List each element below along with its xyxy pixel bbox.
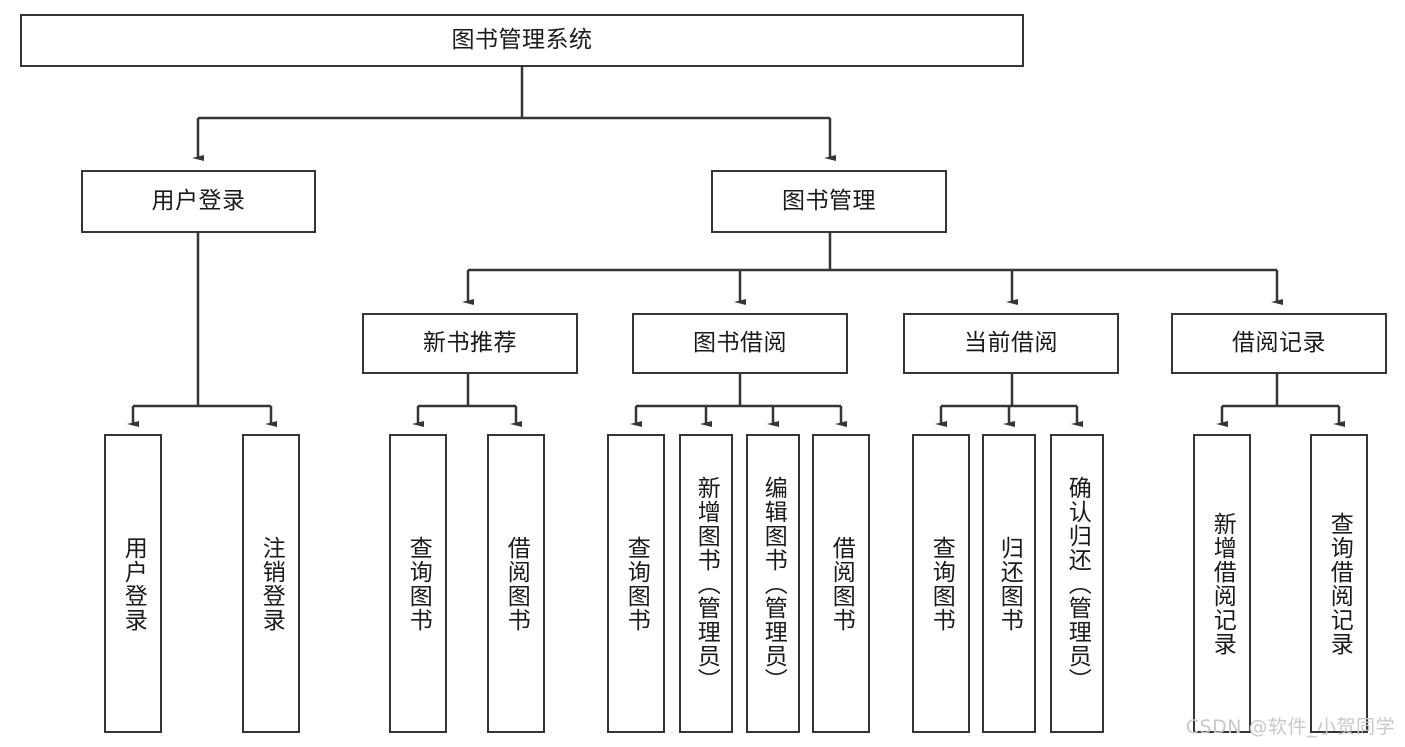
node-label: 当前借阅	[964, 330, 1058, 356]
node-label: 用户登录	[120, 535, 147, 632]
node-book-borrow[interactable]: 图书借阅	[632, 313, 848, 374]
node-label: 图书借阅	[693, 330, 787, 356]
leaf-user-login-logout[interactable]: 注销登录	[242, 434, 300, 733]
node-label: 借阅图书	[503, 535, 530, 632]
node-label: 编辑图书（管理员）	[760, 475, 787, 692]
leaf-recommend-query-book[interactable]: 查询图书	[389, 434, 447, 733]
node-borrow-record[interactable]: 借阅记录	[1171, 313, 1387, 374]
leaf-current-query-book[interactable]: 查询图书	[912, 434, 970, 733]
node-label: 查询图书	[623, 535, 650, 632]
node-label: 用户登录	[151, 188, 246, 214]
node-root-system[interactable]: 图书管理系统	[20, 14, 1024, 67]
leaf-borrow-edit-book[interactable]: 编辑图书（管理员）	[746, 434, 800, 733]
node-label: 新增借阅记录	[1209, 511, 1236, 656]
leaf-current-confirm-return[interactable]: 确认归还（管理员）	[1050, 434, 1104, 733]
node-label: 查询图书	[405, 535, 432, 632]
leaf-record-query-record[interactable]: 查询借阅记录	[1310, 434, 1368, 733]
node-label: 查询图书	[928, 535, 955, 632]
node-label: 确认归还（管理员）	[1064, 475, 1091, 692]
node-label: 图书管理	[782, 188, 876, 214]
watermark: CSDN @软件_小贺同学	[1185, 716, 1395, 738]
leaf-borrow-borrow-book[interactable]: 借阅图书	[812, 434, 870, 733]
leaf-user-login-login[interactable]: 用户登录	[104, 434, 162, 733]
node-label: 查询借阅记录	[1326, 511, 1353, 656]
node-label: 借阅记录	[1232, 330, 1326, 356]
node-new-book-recommend[interactable]: 新书推荐	[362, 313, 578, 374]
node-label: 新书推荐	[423, 330, 517, 356]
leaf-recommend-borrow-book[interactable]: 借阅图书	[487, 434, 545, 733]
node-label: 新增图书（管理员）	[693, 475, 720, 692]
node-book-management[interactable]: 图书管理	[711, 170, 947, 233]
node-label: 归还图书	[996, 535, 1023, 632]
node-label: 借阅图书	[828, 535, 855, 632]
node-user-login[interactable]: 用户登录	[81, 170, 316, 233]
node-current-borrow[interactable]: 当前借阅	[903, 313, 1119, 374]
node-label: 图书管理系统	[451, 27, 593, 53]
leaf-record-add-record[interactable]: 新增借阅记录	[1193, 434, 1251, 733]
leaf-borrow-add-book[interactable]: 新增图书（管理员）	[679, 434, 733, 733]
leaf-borrow-query-book[interactable]: 查询图书	[607, 434, 665, 733]
leaf-current-return-book[interactable]: 归还图书	[982, 434, 1036, 733]
node-label: 注销登录	[258, 535, 285, 632]
